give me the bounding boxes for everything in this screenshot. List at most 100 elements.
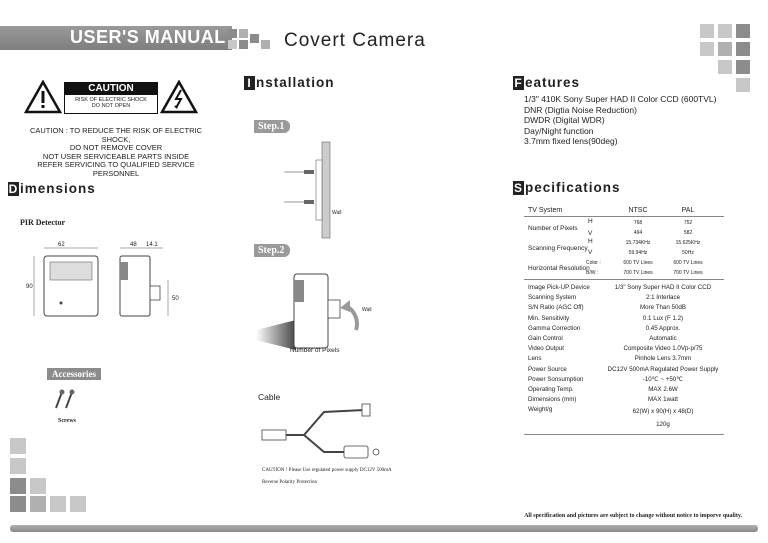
scan-h-ntsc: 15.734KHz (625, 240, 651, 246)
heading-rest: pecifications (525, 180, 621, 195)
heading-initial: F (513, 76, 524, 90)
dim-width: 62 (58, 242, 65, 248)
dim-extra: 14.1 (146, 242, 158, 248)
caution-label: CAUTION (65, 83, 157, 95)
h-marker: H (588, 218, 593, 225)
dim-depth: 48 (130, 242, 137, 248)
decor-squares-top-right (698, 22, 758, 102)
spec-value: MAX 1watt (648, 396, 678, 404)
power-caution: CAUTION ! Please Use regulated power sup… (262, 468, 392, 473)
spec-value: -10℃ ~ +50℃ (642, 375, 684, 383)
spec-value: 120g (656, 420, 670, 428)
caution-line2: DO NOT OPEN (91, 103, 131, 109)
bw-marker: B/W : (586, 270, 599, 276)
pal-header: PAL (681, 207, 695, 214)
v-marker: V (588, 230, 593, 237)
manual-title: USER'S MANUAL (70, 27, 226, 47)
accessories-label: Accessories (47, 368, 101, 380)
res-row-label: Horizontal Resolution (528, 265, 590, 272)
spec-label: S/N Ratio (AGC Off) (528, 304, 584, 312)
spec-divider (524, 216, 724, 217)
spec-row: Gamma Correction 0.45 Approx. (528, 325, 728, 335)
res-color-pal: 600 TV Lines (673, 260, 703, 266)
feature-item: 3.7mm fixed lens(90deg) (524, 136, 618, 146)
color-marker: Color : (586, 260, 601, 266)
spec-row: Gain Control Automatic (528, 335, 728, 345)
spec-label: Scanning System (528, 294, 577, 302)
cable-diagram (261, 403, 380, 459)
cable-label: Cable (258, 392, 281, 402)
spec-value: DC12V 500mA Regulated Power Supply (607, 365, 719, 373)
feature-item: DWDR (Digital WDR) (524, 115, 605, 125)
spec-value: 0.45 Approx. (645, 324, 681, 332)
dim-bracket: 50 (172, 296, 179, 302)
step1-diagram (284, 141, 331, 239)
spec-row: Power Sonsumption-10℃ ~ +50℃ (528, 376, 728, 386)
product-subtitle: Covert Camera (284, 30, 426, 51)
pixels-label: Number of Pixels (290, 347, 340, 354)
footer-bar (10, 525, 758, 532)
dimension-drawing (33, 247, 169, 317)
res-bw-ntsc: 700 TV Lines (623, 270, 653, 276)
spec-label: Lens (528, 355, 542, 363)
caution-notice: CAUTION : TO REDUCE THE RISK OF ELECTRIC… (16, 126, 216, 178)
v-marker: V (588, 249, 593, 256)
spec-row: Scanning System 2:1 Interlace (528, 294, 728, 304)
ntsc-header: NTSC (628, 207, 648, 214)
spec-value: More Than 50dB (640, 304, 686, 312)
spec-row: Video Output Composite Video 1.0Vp-p/75 (528, 345, 728, 355)
scan-h-pal: 15.625KHz (675, 240, 701, 246)
spec-label: Min. Sensitivity (528, 314, 570, 322)
h-marker: H (588, 238, 593, 245)
pixels-h-ntsc: 768 (633, 220, 643, 226)
spec-label: Gain Control (528, 335, 563, 342)
wall-label-2: Wall (362, 307, 372, 313)
product-name: PIR Detector (20, 218, 66, 227)
spec-row: S/N Ratio (AGC Off) More Than 50dB (528, 304, 728, 314)
spec-value: Composite Video 1.0Vp-p/75 (623, 345, 703, 353)
screws-label: Screws (58, 418, 76, 424)
spec-value: 62(W) x 90(H) x 48(D) (632, 408, 694, 416)
spec-value: Pinhole Lens 3.7mm (634, 355, 692, 363)
wall-label-1: Wall (332, 210, 342, 216)
spec-divider (524, 434, 724, 435)
heading-rest: eatures (525, 75, 581, 90)
spec-row: Dimensions (mm) MAX 1watt (528, 396, 728, 406)
spec-label: Gamma Correction (528, 324, 581, 332)
spec-row: Operating Temp.MAX 2.6W (528, 386, 728, 396)
spec-label: Power Source (528, 365, 567, 373)
caution-notice-line: CAUTION : TO REDUCE THE RISK OF ELECTRIC… (29, 126, 203, 144)
res-color-ntsc: 600 TV Lines (623, 260, 653, 266)
dim-height: 90 (26, 284, 33, 290)
spec-divider (524, 279, 724, 280)
heading-initial: I (244, 76, 255, 90)
caution-notice-line: REFER SERVICING TO QUALIFIED SERVICE PER… (37, 160, 195, 178)
heading-rest: imensions (20, 181, 96, 196)
spec-value: 1/3" Sony Super HAD II Color CCD (614, 284, 712, 291)
footer-note: All specification and pictures are subje… (524, 513, 742, 519)
polarity-note: Reverse Polarity Protection (262, 480, 317, 485)
heading-initial: D (8, 182, 19, 196)
res-bw-pal: 700 TV Lines (673, 270, 703, 276)
warning-triangle-icon (24, 80, 62, 114)
spec-label: Dimensions (mm) (528, 396, 577, 404)
spec-label: Video Output (528, 345, 565, 353)
pixels-v-ntsc: 494 (633, 230, 643, 236)
scan-row-label: Scanning Frequency (528, 245, 588, 252)
header-squares (226, 27, 276, 51)
pixels-v-pal: 582 (683, 230, 693, 236)
caution-notice-line: DO NOT REMOVE COVER (69, 143, 163, 152)
feature-item: DNR (Digtia Noise Reduction) (524, 104, 637, 115)
electric-shock-icon (160, 80, 198, 114)
scan-v-pal: 50Hz (682, 250, 694, 256)
spec-label: Weight/g (528, 406, 553, 414)
caution-line1: RISK OF ELECTRIC SHOCK (75, 97, 147, 103)
spec-value: 2:1 Interlace (645, 294, 681, 302)
heading-initial: S (513, 181, 524, 195)
step2-diagram (256, 273, 359, 350)
spec-value: Automatic (649, 335, 677, 342)
tv-system-label: TV System (528, 207, 563, 214)
